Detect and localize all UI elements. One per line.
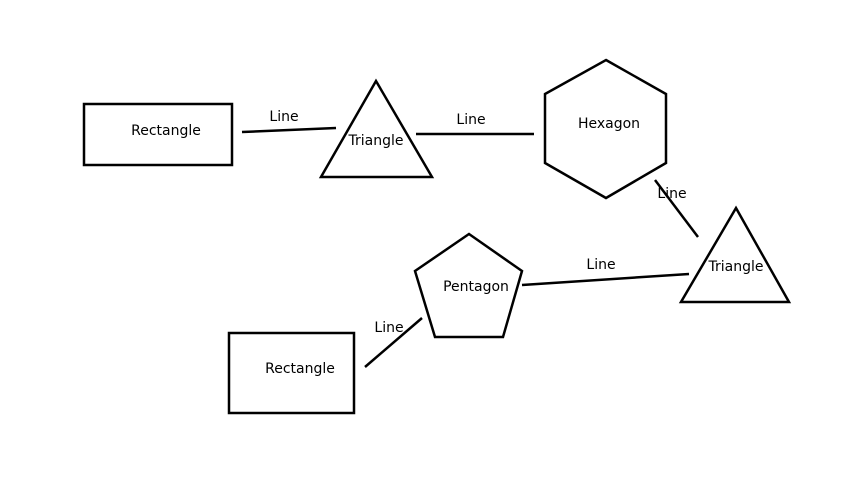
edge-triangle2-pentagon1: Line xyxy=(521,257,690,287)
node-hexagon-1: Hexagon xyxy=(543,58,668,200)
node-label: Hexagon xyxy=(578,116,640,132)
rectangle-shape xyxy=(227,331,356,415)
node-triangle-1: Triangle xyxy=(318,78,435,179)
node-label: Rectangle xyxy=(131,123,201,139)
node-label: Pentagon xyxy=(443,279,509,295)
node-label: Triangle xyxy=(348,133,404,149)
connector-line xyxy=(241,126,337,134)
node-rectangle-1: Rectangle xyxy=(82,102,234,167)
connector-line xyxy=(364,317,423,368)
node-triangle-2: Triangle xyxy=(678,205,792,304)
triangle-shape xyxy=(678,205,792,304)
edge-hexagon1-triangle2: Line xyxy=(654,179,699,238)
connector-line xyxy=(654,179,699,238)
connector-line xyxy=(521,272,690,287)
edge-label: Line xyxy=(456,112,485,128)
pentagon-shape xyxy=(413,232,524,339)
triangle-shape xyxy=(318,78,435,179)
edge-triangle1-hexagon1: Line xyxy=(416,112,534,136)
node-label: Triangle xyxy=(708,259,764,275)
hexagon-shape xyxy=(543,58,668,200)
edge-label: Line xyxy=(657,186,686,202)
edge-rectangle1-triangle1: Line xyxy=(241,109,337,134)
node-rectangle-2: Rectangle xyxy=(227,331,356,415)
edge-label: Line xyxy=(374,320,403,336)
node-label: Rectangle xyxy=(265,361,335,377)
node-pentagon-1: Pentagon xyxy=(413,232,524,339)
edge-pentagon1-rectangle2: Line xyxy=(364,317,423,368)
edge-label: Line xyxy=(586,257,615,273)
edge-label: Line xyxy=(269,109,298,125)
rectangle-shape xyxy=(82,102,234,167)
